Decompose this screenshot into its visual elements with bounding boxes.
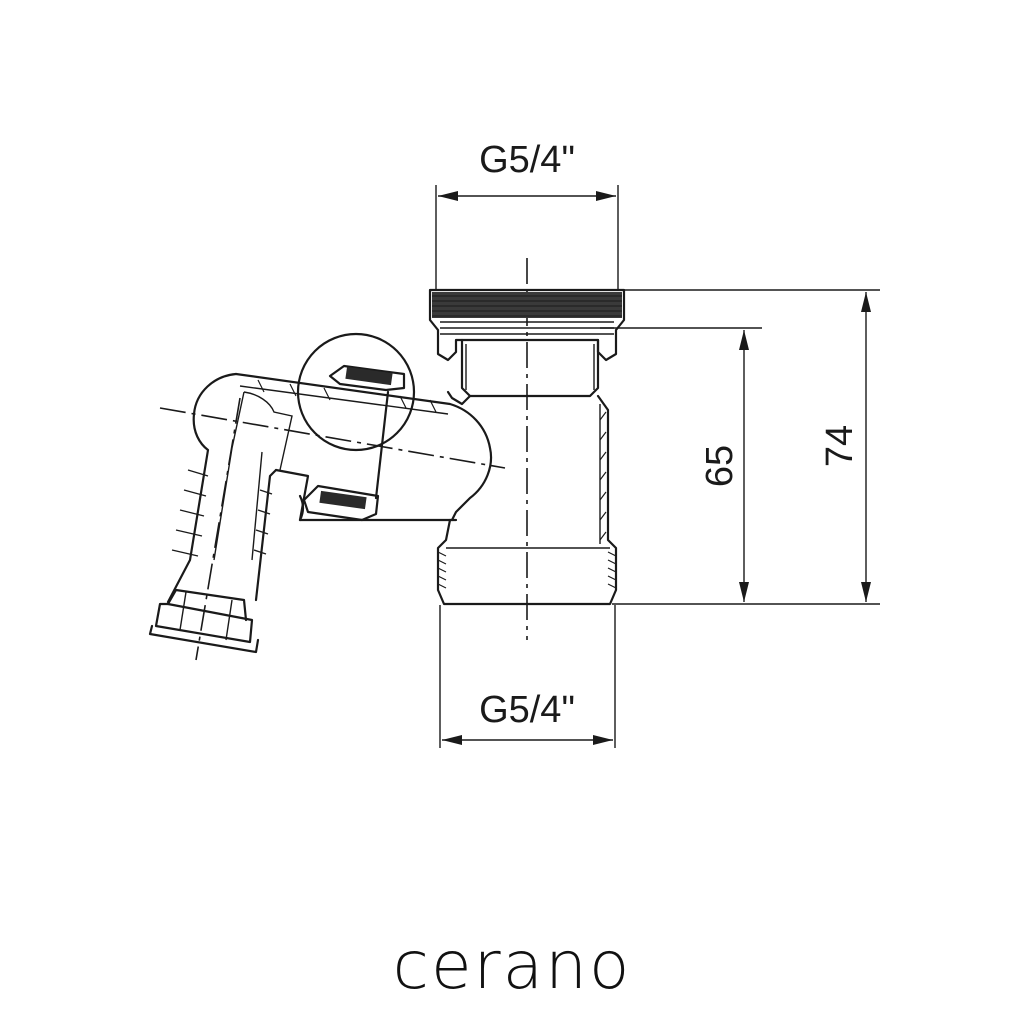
brand-logo: cerano [393, 927, 632, 1004]
top-thread-label: G5/4" [479, 139, 575, 181]
top-nut [428, 288, 626, 362]
dimension-total-height: 74 [612, 289, 880, 605]
total-height-label: 74 [819, 425, 861, 467]
main-body [436, 390, 618, 606]
lower-thread-left [437, 551, 447, 589]
barb-centerline [195, 397, 241, 661]
dimension-top-width: G5/4" [435, 139, 619, 290]
detail-circle [296, 332, 416, 522]
dimension-inner-height: 65 [600, 327, 762, 602]
branch-centerline [159, 407, 506, 469]
inner-height-label: 65 [699, 445, 741, 487]
wall-hatching [599, 411, 607, 541]
lower-thread-right [607, 551, 617, 589]
dimension-bottom-width: G5/4" [439, 605, 616, 748]
inner-sleeve [460, 338, 600, 398]
hose-barb-ribs [171, 469, 273, 557]
bottom-thread-label: G5/4" [479, 689, 575, 731]
